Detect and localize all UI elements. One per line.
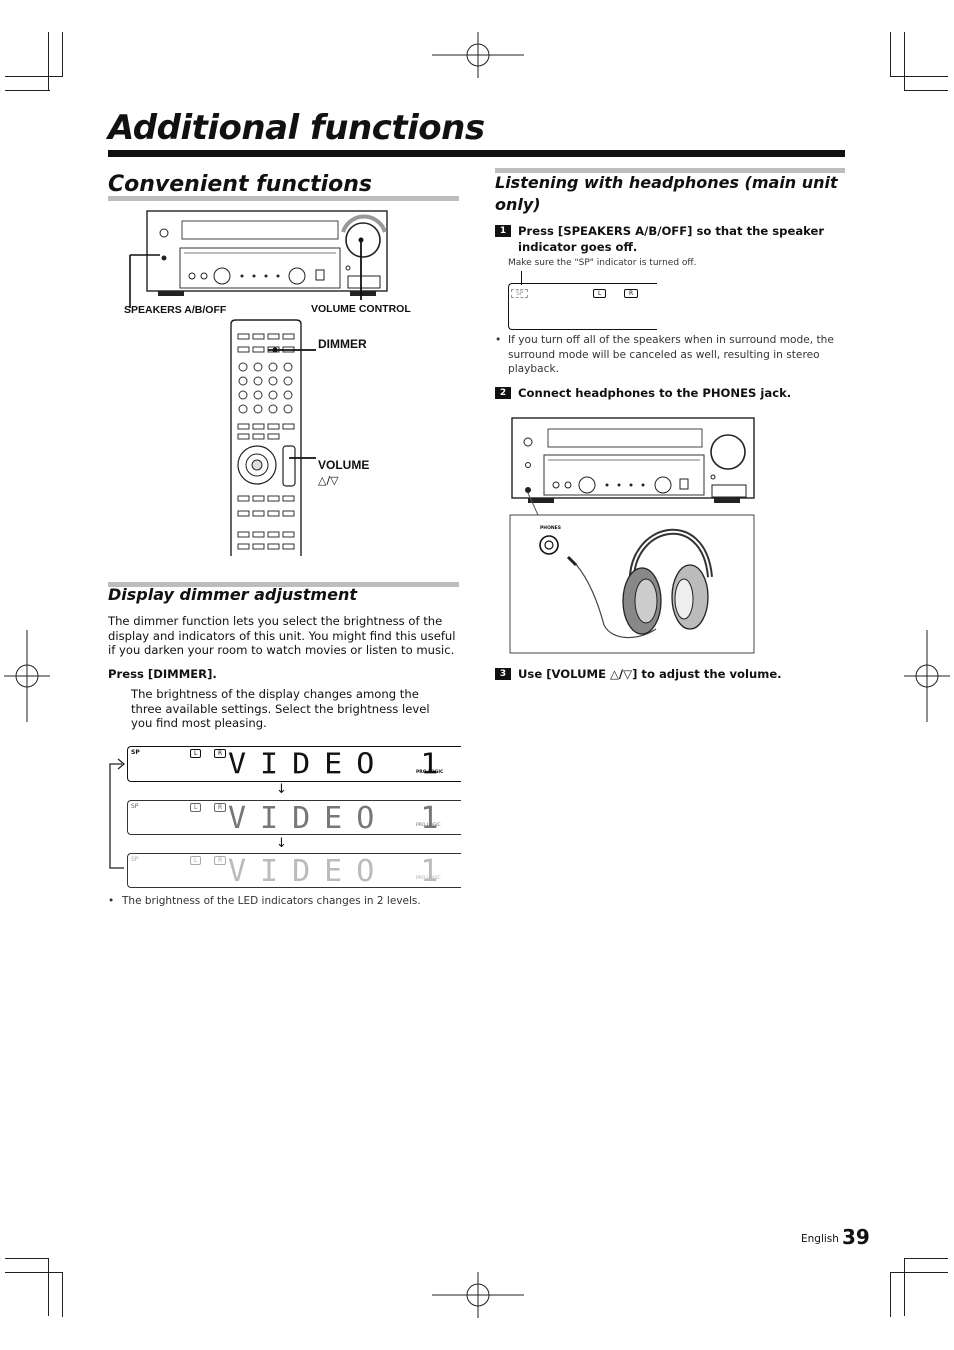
registration-mark-top (432, 32, 524, 78)
crop-mark (62, 32, 63, 77)
dimmer-cycle-arrow (109, 758, 126, 869)
page-number: 39 (842, 1225, 870, 1249)
display-l-indicator: L (190, 803, 202, 812)
speakers-label: SPEAKERS A/B/OFF (124, 304, 227, 316)
step-3-text: Use [VOLUME △/▽] to adjust the volume. (518, 667, 782, 681)
dimmer-section-title: Display dimmer adjustment (108, 585, 357, 604)
display-mode-text: PRO LOGIC (416, 876, 441, 881)
crop-mark (5, 90, 50, 91)
crop-mark (890, 32, 891, 77)
step-2-text: Connect headphones to the PHONES jack. (518, 386, 792, 400)
section-title-convenient: Convenient functions (108, 172, 373, 197)
registration-mark-left (4, 630, 50, 722)
dimmer-note-text: The brightness of the LED indicators cha… (122, 895, 421, 907)
crop-mark (5, 1258, 49, 1259)
headphones-section-title-line2: only) (495, 195, 541, 214)
step-3: 3 Use [VOLUME △/▽] to adjust the volume. (495, 667, 782, 682)
surround-note-text: If you turn off all of the speakers when… (508, 334, 834, 375)
display-r-indicator: R (214, 856, 227, 865)
down-arrow: ↓ (276, 782, 287, 797)
display-main-text: VIDEO 1 (228, 747, 453, 782)
step-1-text-line2: indicator goes off. (518, 239, 638, 254)
display-sp-indicator: SP (511, 289, 529, 298)
headphones-section-title-line1: Listening with headphones (main unit (495, 173, 838, 192)
crop-mark (904, 32, 905, 90)
crop-mark (48, 1258, 49, 1316)
step-number: 2 (495, 387, 511, 399)
title-rule (108, 150, 845, 157)
display-panel-bright: SP L R VIDEO 1 PRO LOGIC (127, 746, 461, 782)
display-panel-medium: SP L R VIDEO 1 PRO LOGIC (127, 800, 461, 836)
display-l-indicator: L (593, 289, 607, 298)
footer-language: English (801, 1233, 839, 1245)
sp-display-panel: SP L R (508, 283, 657, 330)
step-1: 1 Press [SPEAKERS A/B/OFF] so that the s… (495, 224, 835, 254)
section-rule (108, 582, 459, 587)
volume-control-label: VOLUME CONTROL (311, 303, 411, 315)
crop-mark (890, 76, 948, 77)
registration-mark-bottom (432, 1272, 524, 1318)
display-sp-indicator: SP (131, 749, 140, 756)
crop-mark (904, 1258, 905, 1316)
phones-label: PHONES (540, 526, 561, 531)
crop-mark (890, 1272, 948, 1273)
press-dimmer-desc: The brightness of the display changes am… (131, 687, 430, 731)
crop-mark (904, 90, 948, 91)
step-number: 1 (495, 225, 511, 237)
crop-mark (5, 1272, 63, 1273)
step-1-text-line1: Press [SPEAKERS A/B/OFF] so that the spe… (518, 224, 825, 238)
receiver-phones-illustration (509, 417, 755, 654)
remote-illustration (230, 319, 316, 556)
volume-symbols: △/▽ (318, 474, 339, 487)
press-dimmer-label: Press [DIMMER]. (108, 667, 217, 681)
registration-mark-right (904, 630, 950, 722)
crop-mark (890, 1272, 891, 1317)
display-mode-text: PRO LOGIC (416, 770, 444, 775)
surround-note: • If you turn off all of the speakers wh… (495, 333, 835, 377)
sp-pointer-line (521, 271, 522, 285)
display-sp-indicator: SP (131, 856, 139, 863)
display-r-indicator: R (214, 803, 227, 812)
display-r-indicator: R (214, 749, 227, 758)
display-panel-dim: SP L R VIDEO 1 PRO LOGIC (127, 853, 461, 889)
crop-mark (904, 1258, 948, 1259)
page-title: Additional functions (108, 108, 485, 148)
crop-mark (62, 1272, 63, 1317)
receiver-illustration (129, 210, 388, 308)
display-l-indicator: L (190, 749, 202, 758)
section-rule (495, 168, 845, 173)
crop-mark (5, 76, 62, 77)
crop-mark (48, 32, 49, 90)
bullet: • (108, 895, 115, 907)
display-mode-text: PRO LOGIC (416, 823, 441, 828)
step-2: 2 Connect headphones to the PHONES jack. (495, 386, 791, 401)
section-rule (108, 196, 459, 201)
display-main-text: VIDEO 1 (228, 801, 453, 836)
step-number: 3 (495, 668, 511, 680)
down-arrow: ↓ (276, 836, 287, 851)
step-1-note: Make sure the "SP" indicator is turned o… (508, 258, 697, 268)
volume-label: VOLUME (318, 458, 370, 472)
dimmer-label: DIMMER (318, 337, 367, 351)
bullet: • (495, 334, 502, 346)
dimmer-paragraph: The dimmer function lets you select the … (108, 614, 456, 658)
dimmer-note: • The brightness of the LED indicators ch… (108, 894, 460, 909)
display-sp-indicator: SP (131, 803, 139, 810)
display-main-text: VIDEO 1 (228, 854, 453, 889)
dimmer-display-panels: SP L R VIDEO 1 PRO LOGIC ↓ SP L R VIDEO … (104, 742, 461, 892)
display-l-indicator: L (190, 856, 202, 865)
display-r-indicator: R (624, 289, 639, 298)
